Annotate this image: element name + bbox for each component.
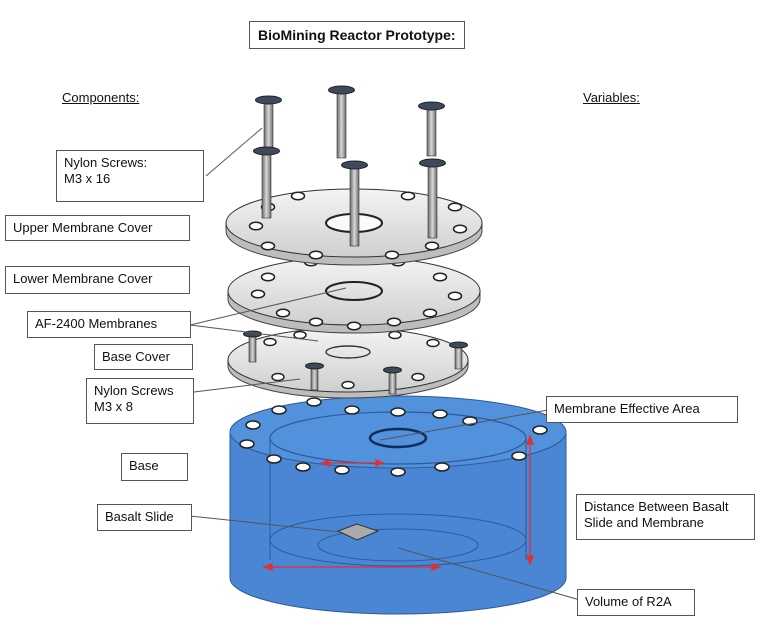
label-nylon-screws-long-line1: Nylon Screws: (64, 155, 148, 170)
label-distance-line2: Slide and Membrane (584, 515, 704, 530)
label-membrane-effective-area: Membrane Effective Area (546, 396, 738, 423)
label-nylon-screws-long: Nylon Screws: M3 x 16 (56, 150, 204, 202)
components-heading: Components: (62, 90, 140, 105)
label-nylon-screws-short: Nylon Screws M3 x 8 (86, 378, 194, 424)
leader-lines (189, 127, 581, 601)
label-base-cover: Base Cover (94, 344, 193, 370)
diagram-title: BioMining Reactor Prototype: (249, 21, 465, 49)
dimension-arrows (262, 434, 534, 571)
variables-heading: Variables: (583, 90, 640, 105)
label-nylon-screws-short-line1: Nylon Screws (94, 383, 174, 398)
label-volume-r2a: Volume of R2A (577, 589, 695, 616)
label-upper-membrane-cover: Upper Membrane Cover (5, 215, 190, 241)
label-base: Base (121, 453, 188, 481)
label-basalt-slide: Basalt Slide (97, 504, 192, 531)
label-distance-line1: Distance Between Basalt (584, 499, 729, 514)
label-distance-basalt-membrane: Distance Between Basalt Slide and Membra… (576, 494, 755, 540)
label-nylon-screws-short-line2: M3 x 8 (94, 399, 134, 414)
long-screws (253, 85, 446, 247)
base-cover-disc (227, 327, 469, 399)
short-screws (243, 330, 468, 395)
label-af2400-membranes: AF-2400 Membranes (27, 311, 191, 338)
label-lower-membrane-cover: Lower Membrane Cover (5, 266, 190, 294)
base-cylinder (229, 395, 567, 615)
label-nylon-screws-long-line2: M3 x 16 (64, 171, 111, 186)
